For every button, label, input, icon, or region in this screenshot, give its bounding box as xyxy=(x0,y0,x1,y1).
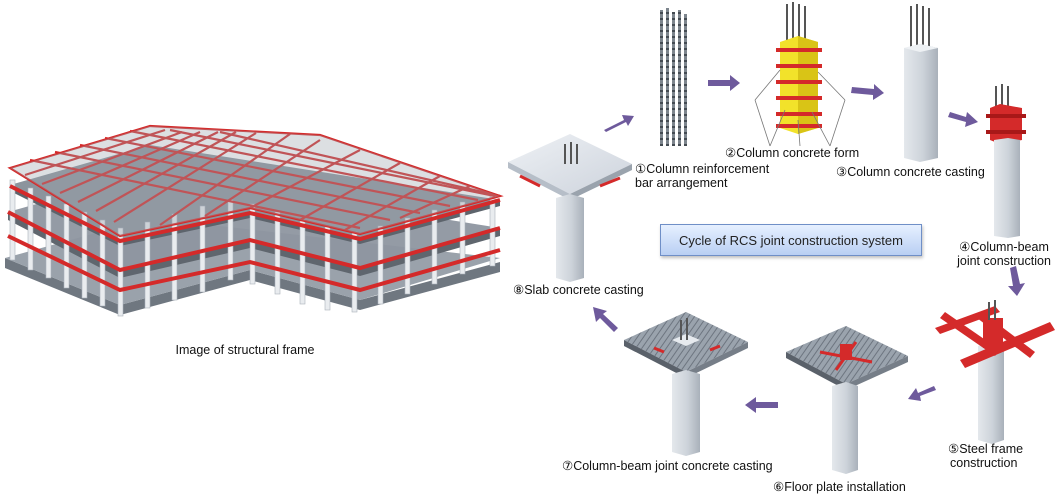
frame-caption: Image of structural frame xyxy=(176,343,315,357)
step8-slab-illustration xyxy=(508,134,632,282)
arrow-icon xyxy=(1008,266,1025,296)
arrow-icon xyxy=(948,112,978,127)
step6-floor-plate-illustration xyxy=(786,326,908,474)
step7-label: ⑦Column-beam joint concrete casting xyxy=(562,459,773,473)
arrow-icon xyxy=(708,75,740,91)
step8-label: ⑧Slab concrete casting xyxy=(513,283,644,297)
step4-label: ④Column-beam joint construction xyxy=(957,240,1051,268)
cycle-title-box: Cycle of RCS joint construction system xyxy=(660,224,922,256)
step1-rebar-illustration xyxy=(660,8,687,146)
step2-label: ②Column concrete form xyxy=(725,146,860,160)
step5-steel-frame-illustration xyxy=(935,300,1055,444)
arrow-icon xyxy=(745,397,778,413)
step3-label: ③Column concrete casting xyxy=(836,165,985,179)
arrow-icon xyxy=(851,84,884,100)
cycle-arrows xyxy=(593,75,1025,413)
step4-joint-illustration xyxy=(986,84,1026,238)
arrow-icon xyxy=(604,115,634,132)
cycle-title: Cycle of RCS joint construction system xyxy=(679,232,903,248)
step3-column-illustration xyxy=(904,4,938,162)
step7-joint-concrete-illustration xyxy=(624,312,748,456)
step6-label: ⑥Floor plate installation xyxy=(773,480,906,494)
structural-frame-image xyxy=(5,124,504,317)
step5-label: ⑤Steel frame construction xyxy=(948,442,1024,470)
arrow-icon xyxy=(593,307,618,332)
step1-label: ①Column reinforcement bar arrangement xyxy=(635,162,770,190)
step2-formwork-illustration xyxy=(754,2,846,147)
arrow-icon xyxy=(908,386,936,401)
